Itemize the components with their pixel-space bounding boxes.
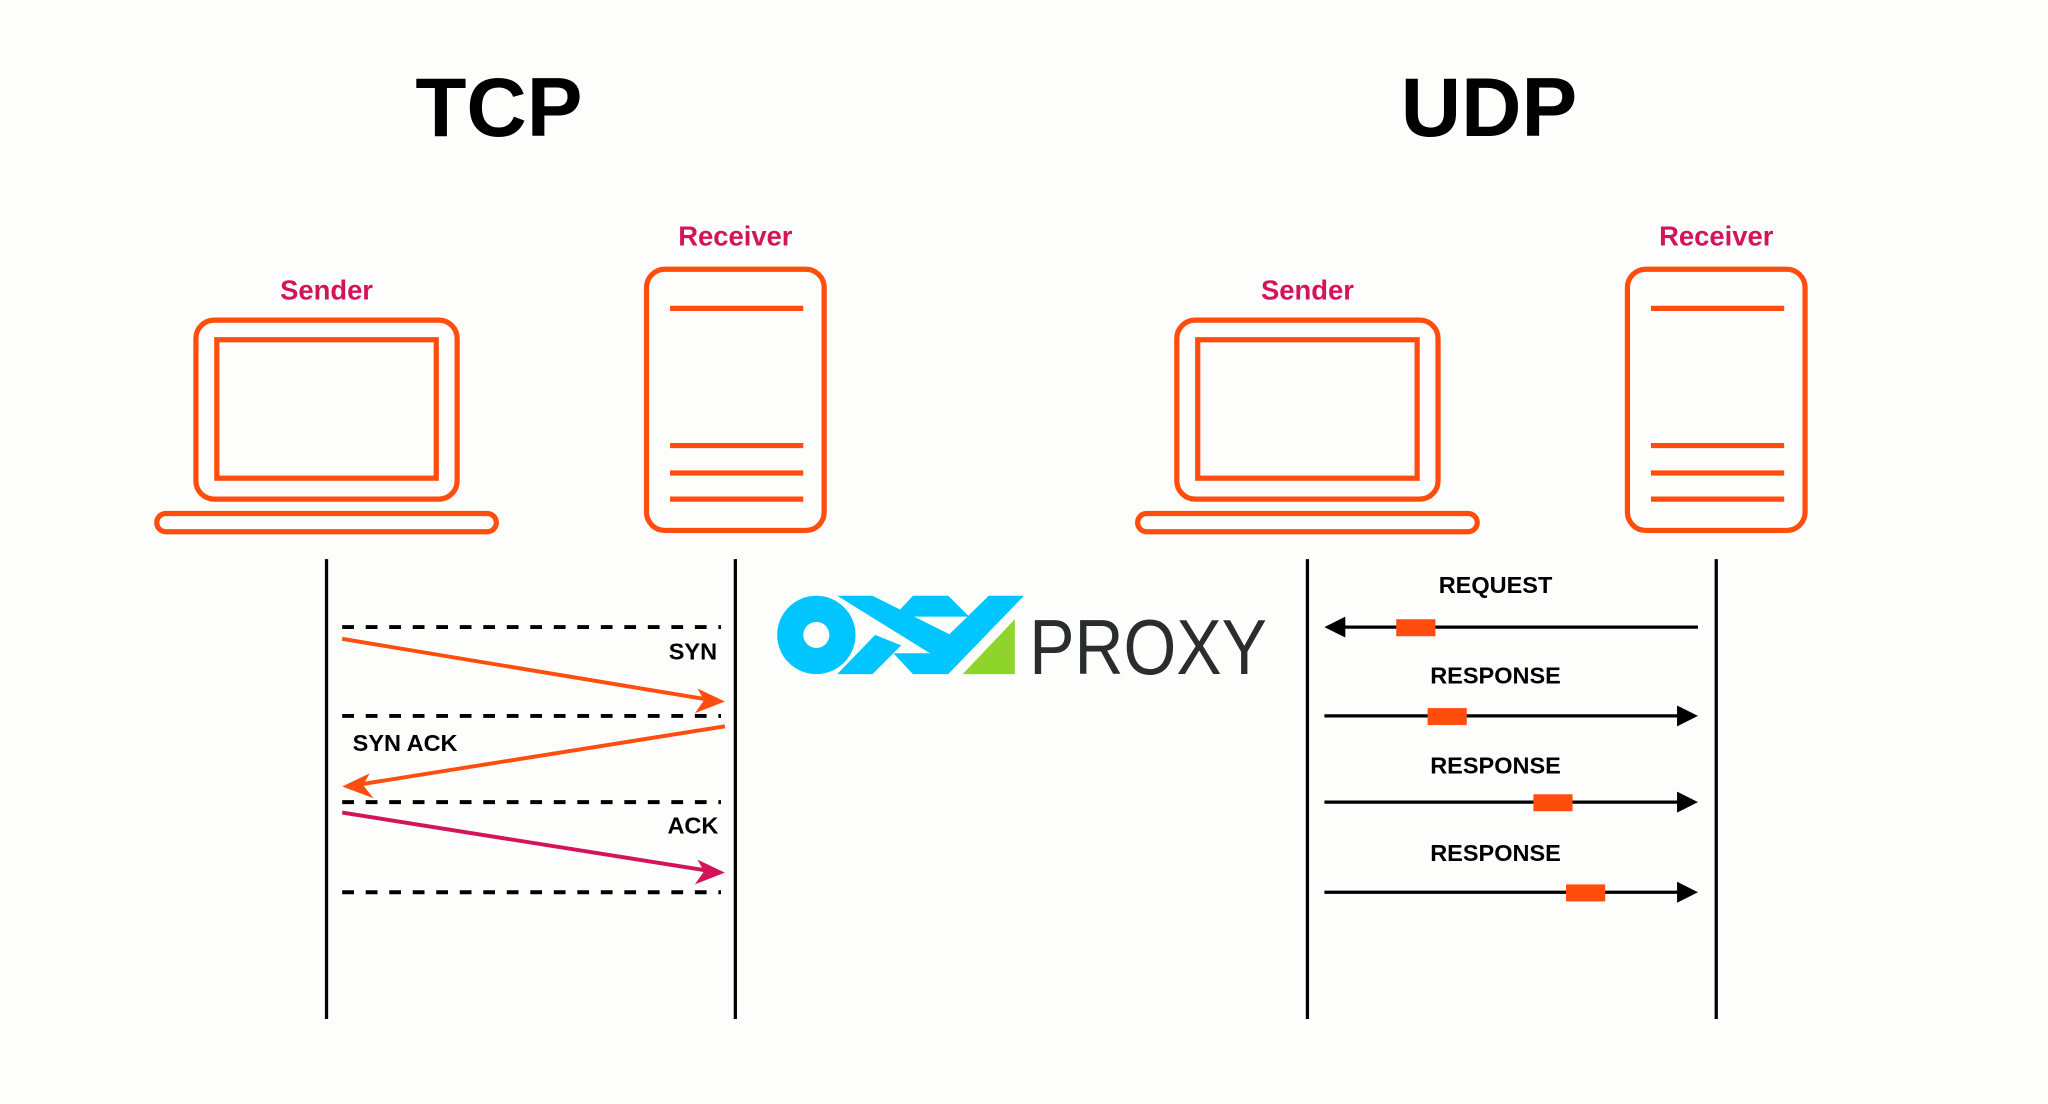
tcp-receiver-label: Receiver [678, 221, 793, 252]
response-arrow-2 [1324, 791, 1698, 813]
tcp-sender-laptop-icon [154, 317, 499, 535]
packet-icon [1533, 794, 1573, 812]
tcp-receiver-server-icon [643, 266, 827, 534]
request-arrow [1324, 616, 1698, 638]
response-label-3: RESPONSE [1430, 840, 1561, 866]
oxyproxy-logo: PROXY [777, 595, 1267, 691]
response-arrow-3 [1324, 881, 1698, 903]
udp-sender-label: Sender [1261, 274, 1354, 305]
ack-arrow [341, 810, 725, 885]
packet-icon [1396, 619, 1436, 637]
udp-sender-laptop-icon [1135, 317, 1480, 535]
udp-title: UDP [1401, 60, 1577, 154]
ack-label: ACK [667, 812, 718, 838]
tcp-dashed-separators [342, 625, 721, 895]
syn-ack-label: SYN ACK [353, 730, 458, 756]
syn-label: SYN [669, 639, 717, 665]
syn-ack-arrow [342, 724, 726, 799]
tcp-title: TCP [415, 60, 582, 154]
udp-receiver-server-icon [1624, 266, 1808, 534]
packet-icon [1566, 884, 1606, 902]
tcp-sender-label: Sender [280, 274, 373, 305]
udp-receiver-label: Receiver [1659, 221, 1774, 252]
response-label-1: RESPONSE [1430, 662, 1561, 688]
packet-icon [1427, 708, 1467, 726]
request-label: REQUEST [1439, 572, 1553, 598]
response-label-2: RESPONSE [1430, 752, 1561, 778]
syn-arrow [341, 636, 725, 714]
logo-proxy-text: PROXY [1029, 603, 1267, 691]
response-arrow-1 [1324, 705, 1698, 727]
